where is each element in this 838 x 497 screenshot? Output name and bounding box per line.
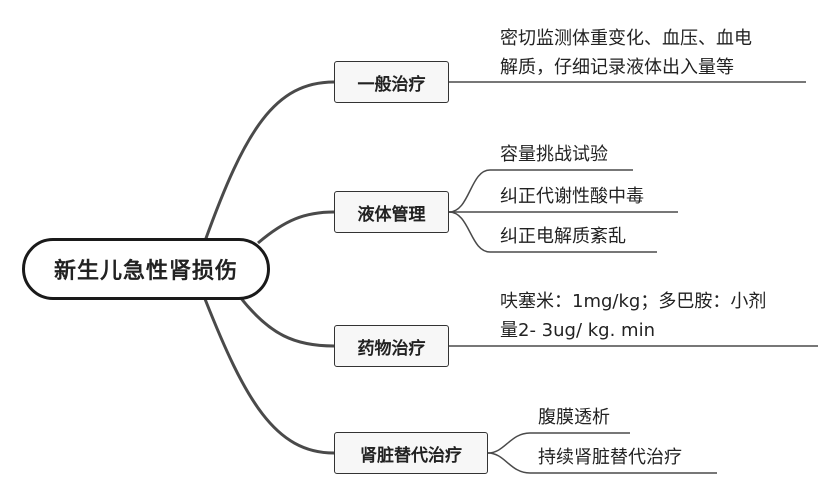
connector-fluid-leaf-3 — [448, 211, 657, 253]
connector-rrt-leaf-1 — [487, 432, 630, 454]
leaf-electrolyte-correction: 纠正电解质紊乱 — [500, 226, 626, 247]
leaf-general-line-2: 解质，仔细记录液体出入量等 — [500, 57, 734, 78]
branch-renal-replacement: 肾脏替代治疗 — [334, 432, 488, 474]
branch-fluid-management: 液体管理 — [334, 191, 449, 233]
leaf-continuous-rrt: 持续肾脏替代治疗 — [538, 447, 682, 468]
connector-root-drug — [238, 296, 335, 348]
connector-root-general — [203, 80, 335, 242]
connector-fluid-leaf-1 — [448, 169, 633, 213]
connector-root-rrt — [203, 298, 335, 455]
leaf-peritoneal-dialysis: 腹膜透析 — [538, 407, 610, 428]
leaf-drug-line-2: 量2- 3ug/ kg. min — [500, 320, 655, 341]
branch-drug-therapy: 药物治疗 — [334, 325, 449, 367]
leaf-fluid-challenge: 容量挑战试验 — [500, 144, 608, 165]
connector-root-fluid — [257, 210, 335, 245]
leaf-drug-line-1: 呋塞米：1mg/kg；多巴胺：小剂 — [500, 291, 767, 312]
leaf-general-line-1: 密切监测体重变化、血压、血电 — [500, 28, 752, 49]
branch-general-treatment: 一般治疗 — [334, 61, 449, 103]
leaf-acidosis-correction: 纠正代谢性酸中毒 — [500, 186, 644, 207]
connector-rrt-leaf-2 — [487, 452, 717, 474]
root-node: 新生儿急性肾损伤 — [22, 238, 270, 300]
